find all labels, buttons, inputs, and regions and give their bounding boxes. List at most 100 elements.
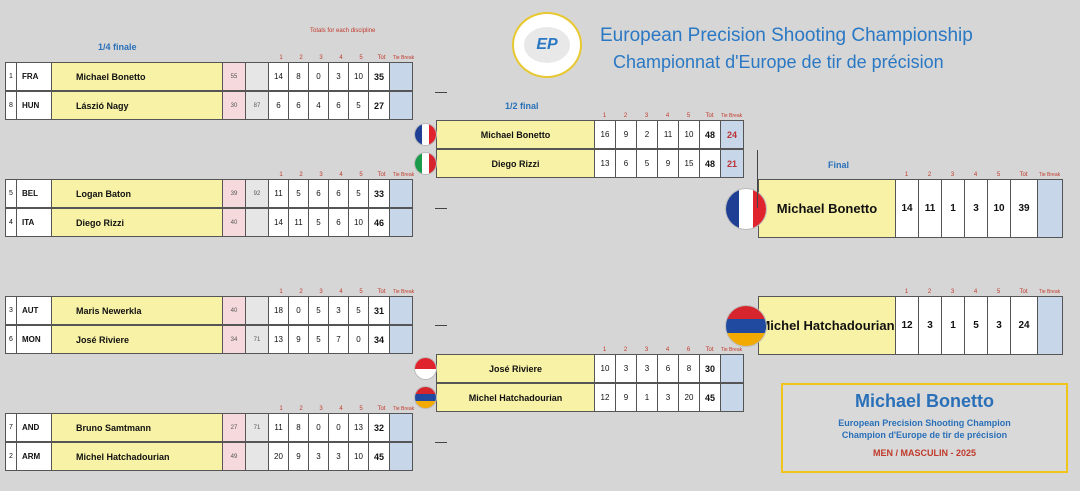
tiebreak-cell: 24 bbox=[720, 120, 744, 149]
athlete-name: Logan Baton bbox=[51, 179, 223, 208]
score-cell: 6 bbox=[328, 91, 349, 120]
tiebreak-cell bbox=[389, 62, 413, 91]
qf-header-cell: 4 bbox=[339, 406, 343, 412]
score-cell: 0 bbox=[308, 413, 329, 442]
tiebreak-cell bbox=[389, 179, 413, 208]
nation-cell: ITA bbox=[16, 208, 52, 237]
sf-header-cell: Tot bbox=[705, 113, 714, 119]
score-cell: 11 bbox=[657, 120, 679, 149]
qf-header-cell: 4 bbox=[339, 172, 343, 178]
athlete-name: Michel Hatchadourian bbox=[51, 442, 223, 471]
total-cell: 35 bbox=[368, 62, 390, 91]
score-cell: 1 bbox=[941, 179, 965, 238]
sf-header-cell: Tie Break bbox=[720, 113, 743, 119]
score-cell: 10 bbox=[678, 120, 700, 149]
score-cell: 3 bbox=[328, 62, 349, 91]
qf-header-cell: 3 bbox=[319, 289, 323, 295]
score-cell: 5 bbox=[308, 208, 329, 237]
final-header-cell: 1 bbox=[904, 289, 909, 295]
score-cell: 3 bbox=[328, 442, 349, 471]
score-cell: 9 bbox=[288, 325, 309, 354]
score-cell: 10 bbox=[348, 442, 369, 471]
qf-header-cell: 1 bbox=[279, 172, 283, 178]
tiebreak-cell bbox=[720, 383, 744, 412]
italy-flag-icon bbox=[414, 152, 437, 175]
nation-cell: FRA bbox=[16, 62, 52, 91]
score-cell: 15 bbox=[678, 149, 700, 178]
final-header-cell: 5 bbox=[996, 172, 1001, 178]
athlete-name: Lászió Nagy bbox=[51, 91, 223, 120]
score-cell: 9 bbox=[288, 442, 309, 471]
score-cell: 5 bbox=[308, 296, 329, 325]
qf-header-cell: 1 bbox=[279, 289, 283, 295]
quarter-label: 1/4 finale bbox=[98, 42, 137, 52]
qf-header-cell: 1 bbox=[279, 406, 283, 412]
qf-header-cell: 3 bbox=[319, 55, 323, 61]
score-cell: 6 bbox=[615, 149, 637, 178]
score-cell: 11 bbox=[918, 179, 942, 238]
final-header-cell: 2 bbox=[927, 172, 932, 178]
final-header-cell: 3 bbox=[950, 289, 955, 295]
score-cell: 6 bbox=[268, 91, 289, 120]
athlete-name: Michael Bonetto bbox=[758, 179, 896, 238]
nation-cell: HUN bbox=[16, 91, 52, 120]
qf-header-cell: 5 bbox=[359, 55, 363, 61]
tiebreak-cell bbox=[720, 354, 744, 383]
france-flag-icon bbox=[725, 188, 767, 230]
score-cell: 3 bbox=[987, 296, 1011, 355]
score-cell: 13 bbox=[348, 413, 369, 442]
qf-header-cell: 3 bbox=[319, 406, 323, 412]
score-cell: 3 bbox=[918, 296, 942, 355]
score-cell: 5 bbox=[348, 179, 369, 208]
qf-header-cell: 2 bbox=[299, 55, 303, 61]
score-cell: 11 bbox=[268, 179, 289, 208]
qualification-cell: 40 bbox=[222, 296, 246, 325]
sf-header-cell: 1 bbox=[602, 347, 607, 353]
qualification-cell: 49 bbox=[222, 442, 246, 471]
france-flag-icon bbox=[414, 123, 437, 146]
champion-name: Michael Bonetto bbox=[854, 391, 994, 411]
score-cell: 8 bbox=[288, 62, 309, 91]
score-cell: 10 bbox=[348, 62, 369, 91]
score-cell: 16 bbox=[594, 120, 616, 149]
sf-header-cell: 6 bbox=[686, 347, 691, 353]
score-cell: 5 bbox=[636, 149, 658, 178]
score-cell: 6 bbox=[308, 179, 329, 208]
score-cell: 6 bbox=[288, 91, 309, 120]
final-header-cell: 2 bbox=[927, 289, 932, 295]
qf-header-cell: Tie Break bbox=[392, 289, 415, 295]
tiebreak-cell bbox=[389, 296, 413, 325]
score-cell: 0 bbox=[328, 413, 349, 442]
score-cell: 3 bbox=[615, 354, 637, 383]
score-cell: 8 bbox=[678, 354, 700, 383]
qualification-cell-2 bbox=[245, 296, 269, 325]
total-cell: 48 bbox=[699, 149, 721, 178]
qualification-cell: 55 bbox=[222, 62, 246, 91]
totals-label: Totals for each discipline bbox=[310, 28, 376, 34]
final-header-cell: 3 bbox=[950, 172, 955, 178]
logo-text: EP bbox=[524, 27, 570, 63]
tiebreak-cell bbox=[389, 325, 413, 354]
qf-header-cell: 3 bbox=[319, 172, 323, 178]
qf-header-cell: Tot bbox=[377, 55, 386, 61]
athlete-name: José Riviere bbox=[436, 354, 595, 383]
qualification-cell-2: 87 bbox=[245, 91, 269, 120]
score-cell: 5 bbox=[308, 325, 329, 354]
total-cell: 39 bbox=[1010, 179, 1038, 238]
qualification-cell-2 bbox=[245, 442, 269, 471]
score-cell: 6 bbox=[328, 208, 349, 237]
final-header-cell: 4 bbox=[973, 172, 978, 178]
score-cell: 11 bbox=[288, 208, 309, 237]
score-cell: 6 bbox=[657, 354, 679, 383]
